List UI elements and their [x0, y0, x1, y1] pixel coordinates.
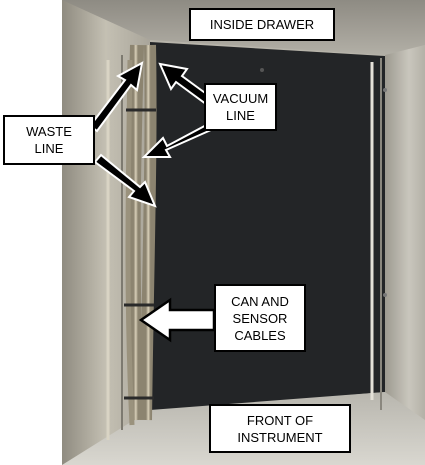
vacuum-tube [140, 44, 157, 421]
arrow-waste-up [88, 61, 144, 133]
front-of-instrument-label: FRONT OF INSTRUMENT [209, 404, 351, 453]
arrow-cables [138, 297, 216, 343]
sensor-cable [125, 59, 135, 426]
rivet [383, 293, 387, 297]
arrow-vacuum-down [141, 120, 214, 158]
vacuum-line-label: VACUUM LINE [204, 83, 277, 131]
arrow-waste-down [93, 153, 157, 208]
rivet [260, 68, 264, 72]
arrow-vacuum-up [158, 62, 214, 106]
waste-tube [126, 44, 145, 421]
rivet [383, 88, 387, 92]
waste-line-label: WASTE LINE [3, 115, 95, 165]
inside-drawer-label: INSIDE DRAWER [189, 8, 335, 41]
drawer-right-wall [385, 45, 425, 465]
can-and-sensor-cables-label: CAN AND SENSOR CABLES [214, 284, 306, 352]
